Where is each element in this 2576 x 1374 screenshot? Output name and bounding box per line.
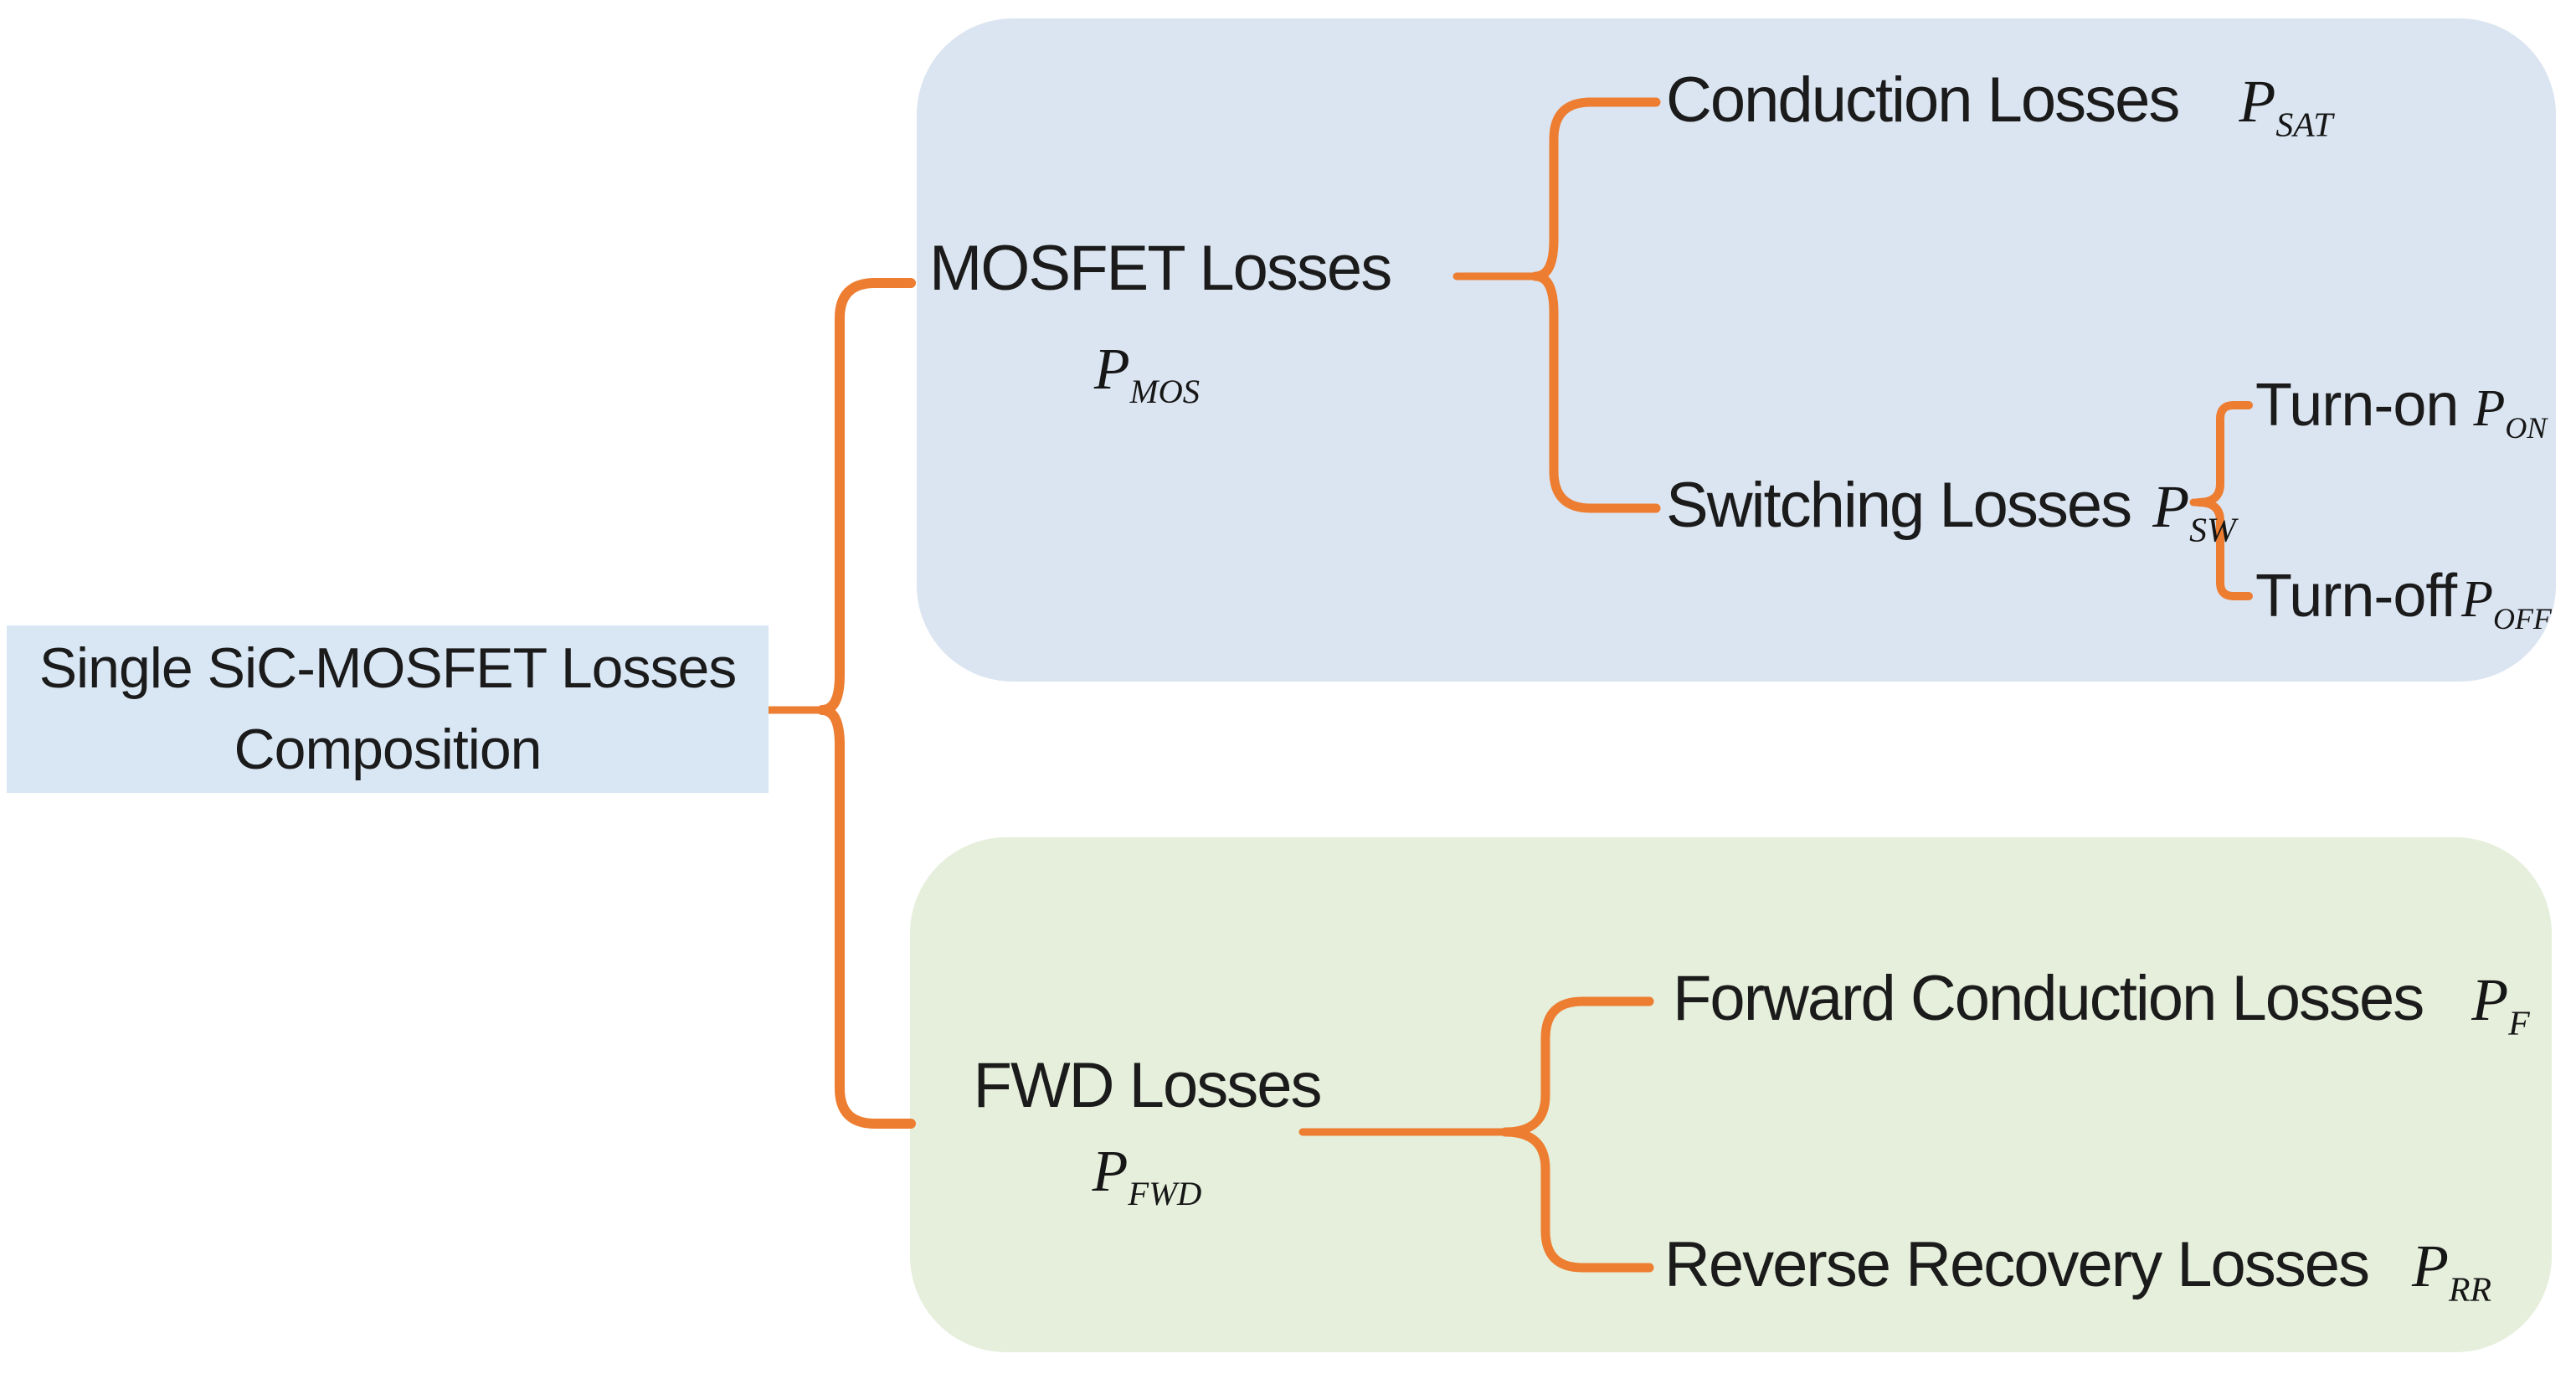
root-node-title-line1: Single SiC-MOSFET Losses [39, 636, 738, 700]
mosfet-losses-label: MOSFET Losses [929, 233, 1392, 304]
mosfet-losses-panel [917, 18, 2556, 682]
p-sat-symbol: PSAT [2239, 68, 2333, 145]
p-fwd-symbol: PFWD [1092, 1140, 1202, 1213]
conduction-losses-node: Conduction Losses PSAT [1666, 69, 2332, 143]
fwd-losses-label: FWD Losses [973, 1050, 1323, 1121]
mosfet-losses-node: MOSFET Losses PMOS [929, 233, 1392, 411]
mosfet-brace [1530, 97, 1661, 513]
forward-conduction-losses-node: Forward Conduction Losses PF [1673, 967, 2530, 1042]
p-rr-symbol: PRR [2412, 1232, 2492, 1310]
p-f-symbol: PF [2471, 966, 2530, 1043]
forward-conduction-losses-label: Forward Conduction Losses [1673, 963, 2424, 1034]
fwd-brace [1500, 996, 1654, 1273]
fwd-losses-node: FWD Losses PFWD [938, 1054, 1356, 1212]
root-node: Single SiC-MOSFET Losses Composition [7, 625, 769, 793]
conduction-losses-label: Conduction Losses [1666, 64, 2180, 136]
root-brace [817, 278, 916, 1129]
p-on-symbol: PON [2473, 380, 2548, 445]
reverse-recovery-losses-node: Reverse Recovery Losses PRR [1664, 1233, 2491, 1308]
p-off-symbol: POFF [2461, 571, 2552, 636]
p-mos-symbol: PMOS [1093, 337, 1201, 411]
turn-off-node: Turn-off POFF [2255, 566, 2552, 635]
fwd-losses-panel [910, 837, 2552, 1352]
root-node-title-line2: Composition [234, 718, 542, 781]
reverse-recovery-losses-label: Reverse Recovery Losses [1664, 1229, 2370, 1300]
turn-on-node: Turn-on PON [2255, 375, 2547, 444]
turn-on-label: Turn-on [2255, 372, 2459, 439]
p-sw-symbol: PSW [2152, 473, 2236, 550]
turn-off-label: Turn-off [2255, 563, 2457, 630]
switching-losses-label: Switching Losses [1666, 470, 2132, 541]
switching-losses-node: Switching Losses PSW [1666, 474, 2236, 548]
